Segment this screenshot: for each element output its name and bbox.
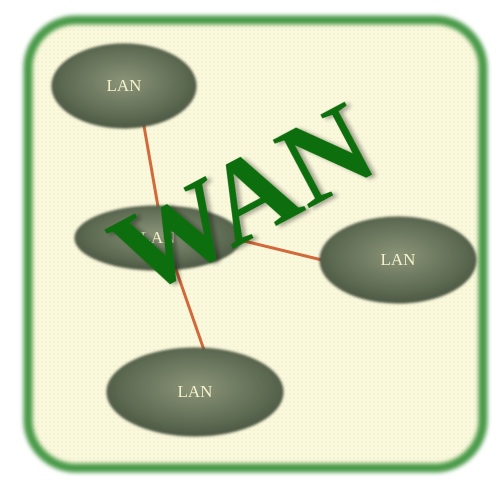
link-lan-top-lan-center [142, 124, 162, 220]
frame-border [23, 15, 488, 473]
link-lan-center-lan-bottom [170, 256, 206, 352]
node-ellipse-lan-bottom [106, 347, 284, 437]
node-ellipse-lan-center [74, 205, 242, 271]
node-lan-bottom: LAN [106, 347, 284, 437]
link-lan-center-lan-right [238, 238, 324, 262]
node-ellipse-lan-top [51, 43, 197, 129]
node-label-lan-top: LAN [107, 76, 142, 95]
node-lan-center: LAN [74, 205, 242, 271]
nodes-layer: LAN LAN LAN LAN [51, 43, 477, 437]
node-ellipse-lan-right [319, 216, 477, 304]
node-label-lan-right: LAN [381, 250, 416, 269]
node-lan-top: LAN [51, 43, 197, 129]
node-label-lan-center: LAN [141, 228, 176, 247]
node-label-lan-bottom: LAN [178, 382, 213, 401]
node-lan-right: LAN [319, 216, 477, 304]
links-layer [142, 124, 324, 352]
